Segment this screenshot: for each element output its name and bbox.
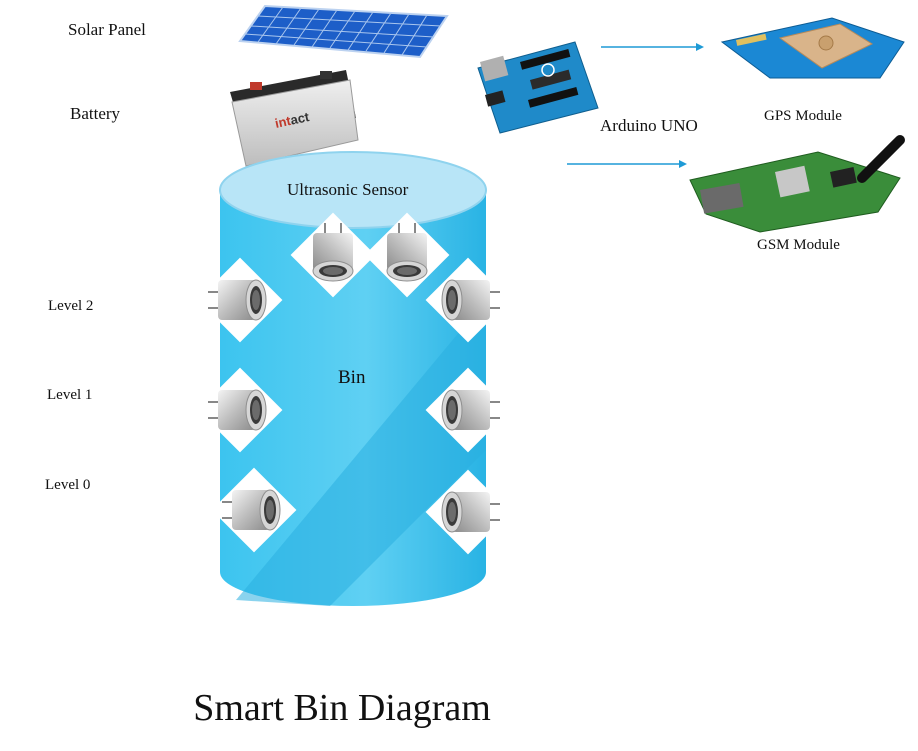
level-0-label: Level 0 (45, 477, 91, 493)
arrow-arduino-to-gsm (567, 160, 687, 168)
svg-text:intact: intact (274, 109, 312, 131)
solar-panel-image (238, 4, 449, 59)
level-2-label: Level 2 (48, 298, 94, 314)
arrow-arduino-to-gps (601, 43, 704, 51)
gsm-module-image (689, 135, 905, 233)
level-1-label: Level 1 (47, 387, 93, 403)
arduino-uno-image (477, 41, 599, 134)
gps-module-image (720, 17, 905, 79)
gps-module-label: GPS Module (764, 108, 842, 124)
ultrasonic-sensor-label: Ultrasonic Sensor (287, 180, 409, 199)
battery-label: Battery (70, 104, 121, 123)
bin-label: Bin (338, 367, 366, 388)
battery-image: intact (230, 70, 359, 167)
diagram-title: Smart Bin Diagram (193, 687, 491, 729)
solar-panel-label: Solar Panel (68, 20, 146, 39)
arduino-uno-label: Arduino UNO (600, 116, 698, 135)
gsm-module-label: GSM Module (757, 237, 840, 253)
